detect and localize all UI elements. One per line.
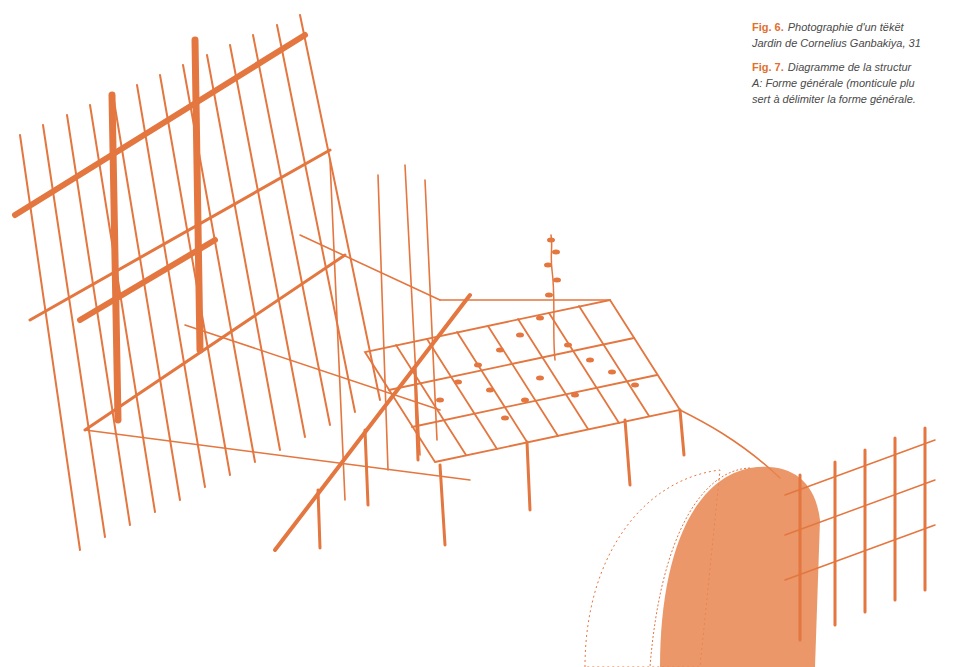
leaf (564, 343, 572, 348)
fence-post (834, 462, 837, 625)
brace (300, 235, 440, 300)
beam (275, 295, 470, 550)
post (527, 442, 530, 510)
slat (412, 375, 657, 427)
platform-frame (365, 300, 680, 462)
figure-number: Fig. 6. (752, 21, 784, 33)
caption-line: Jardin de Cornelius Ganbakiya, 31 (752, 36, 921, 50)
post (680, 410, 684, 455)
stakes-and-braces (85, 160, 610, 500)
leaf (608, 370, 616, 375)
fence-post (864, 450, 867, 612)
trellis-crossbars (15, 35, 345, 430)
leaf (547, 238, 555, 243)
mound (585, 467, 820, 667)
post (112, 95, 118, 420)
post (415, 368, 418, 460)
pole (300, 15, 380, 400)
stake (378, 175, 388, 470)
leaf (631, 383, 639, 388)
figure-caption: Photographie d'un tëkët (788, 21, 904, 33)
crossbar (85, 255, 345, 430)
slat (396, 345, 466, 455)
mound-body (660, 467, 820, 667)
caption-line: A: Forme générale (monticule plu (752, 76, 915, 90)
slat (427, 339, 497, 449)
caption-line: sert à délimiter la forme générale. (752, 92, 916, 106)
leaf (536, 316, 544, 321)
slat (549, 313, 619, 423)
brace (185, 325, 440, 410)
leaf (454, 380, 462, 385)
fence-rail (785, 480, 935, 535)
leaf (571, 393, 579, 398)
leaf (536, 376, 544, 381)
figure-caption: A: Forme générale (monticule plu (752, 77, 915, 89)
leaf (544, 263, 552, 268)
caption-line: Fig. 7. Diagramme de la structur (752, 60, 911, 74)
leaf (553, 278, 561, 283)
leaf (552, 250, 560, 255)
beam-frame (275, 295, 470, 550)
leaf (436, 398, 444, 403)
leaf (516, 333, 524, 338)
slat (579, 306, 649, 416)
leaves (436, 238, 639, 421)
leaf (486, 388, 494, 393)
post (195, 40, 200, 350)
trellis-poles (20, 15, 380, 550)
post (365, 430, 368, 505)
fence-post (894, 438, 897, 600)
pole (43, 125, 105, 537)
fence (785, 428, 935, 640)
crossbar (80, 240, 215, 320)
fence-post (799, 475, 802, 640)
fence-post (924, 428, 927, 590)
leaf (586, 358, 594, 363)
slat (488, 326, 558, 436)
figure-caption: Jardin de Cornelius Ganbakiya, 31 (752, 37, 921, 49)
mound-edge (650, 468, 750, 667)
fence-rail (785, 440, 935, 495)
post (440, 465, 445, 545)
pole (20, 135, 80, 550)
figure-caption: Diagramme de la structur (788, 61, 912, 73)
slat (457, 332, 527, 442)
leaf (545, 293, 553, 298)
leaf (521, 398, 529, 403)
leaf (496, 348, 504, 353)
brace (85, 430, 470, 480)
figure-number: Fig. 7. (752, 61, 784, 73)
leaf (501, 416, 509, 421)
figure-caption: sert à délimiter la forme générale. (752, 93, 916, 105)
leaf (474, 363, 482, 368)
post (625, 420, 630, 485)
fence-rail (785, 525, 935, 580)
slat (518, 319, 588, 429)
stake (330, 160, 345, 500)
post (318, 490, 320, 548)
caption-line: Fig. 6. Photographie d'un tëkët (752, 20, 904, 34)
